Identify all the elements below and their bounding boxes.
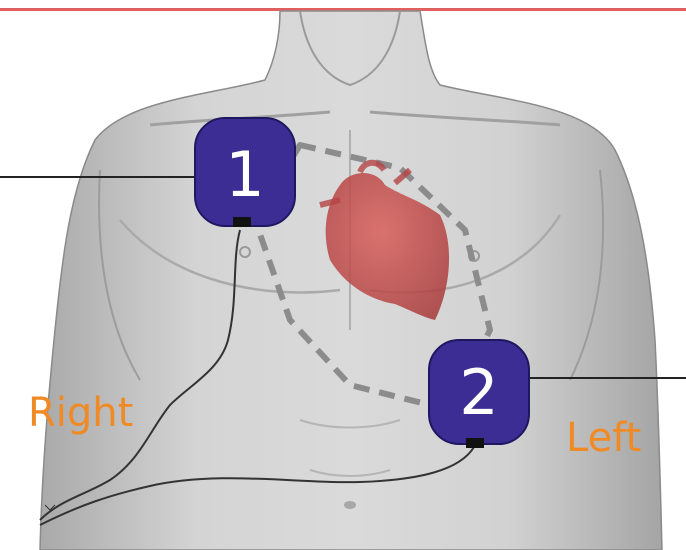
pad-1-number: 1 (215, 144, 275, 206)
left-side-label: Left (566, 418, 641, 458)
right-side-label: Right (28, 393, 133, 433)
pad-2-number: 2 (449, 362, 509, 424)
